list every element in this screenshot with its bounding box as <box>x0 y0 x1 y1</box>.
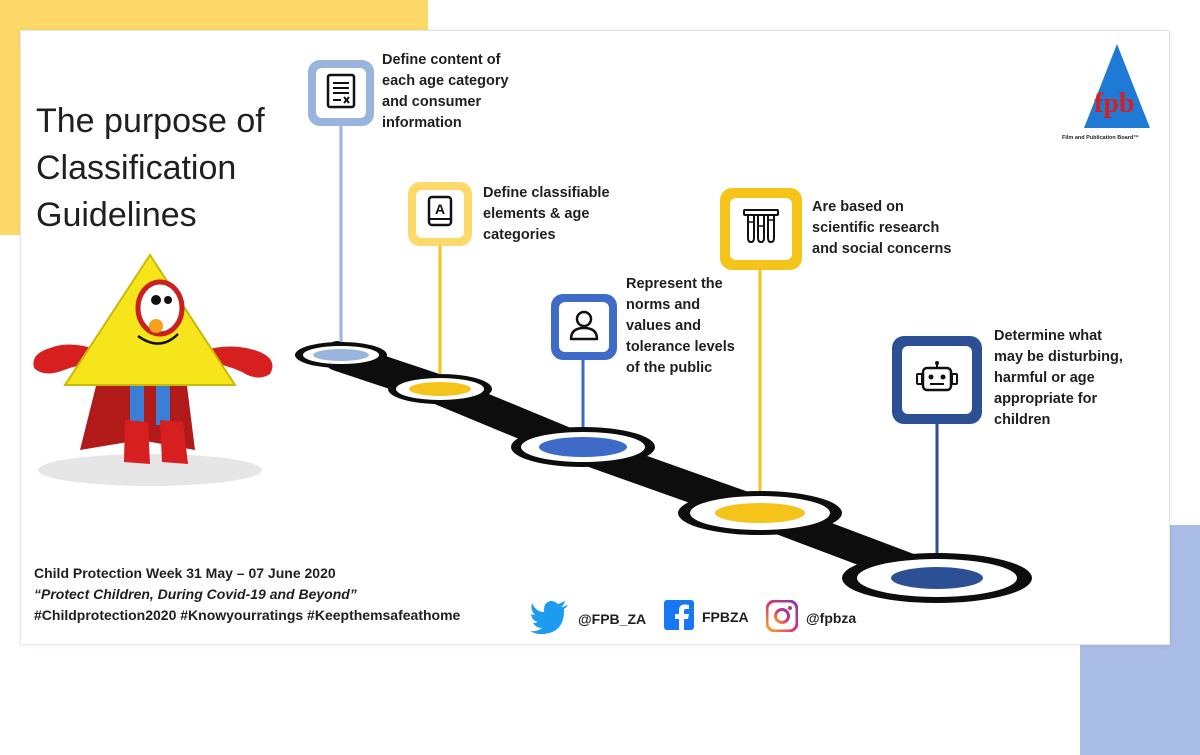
mascot-illustration <box>33 253 273 486</box>
twitter-icon <box>530 600 570 637</box>
social-instagram[interactable]: @fpbza <box>765 599 857 635</box>
facebook-handle: FPBZA <box>702 608 749 625</box>
marker-4 <box>678 491 842 535</box>
marker-2 <box>388 374 492 404</box>
test-tubes-icon <box>741 208 781 251</box>
footer-hashtags: #Childprotection2020 #Knowyourratings #K… <box>34 607 461 623</box>
marker-5 <box>842 553 1032 603</box>
rated-book-icon: A <box>425 195 455 234</box>
step-1-text: Define content of each age category and … <box>382 52 509 131</box>
step-4-text: Are based on scientific research and soc… <box>812 199 952 257</box>
marker-1 <box>295 342 387 368</box>
social-facebook[interactable]: FPBZA <box>664 600 749 633</box>
step-3-text: Represent the norms and values and toler… <box>626 276 735 376</box>
instagram-icon <box>765 599 799 635</box>
step-5-text: Determine what may be disturbing, harmfu… <box>994 328 1123 428</box>
step-1-icon-box <box>308 60 374 126</box>
step-2-text: Define classifiable elements & age categ… <box>483 185 610 243</box>
svg-text:A: A <box>435 201 445 217</box>
fpb-logo: fpb <box>1084 44 1150 128</box>
marker-3 <box>511 427 655 467</box>
fpb-logo-letters: fpb <box>1094 88 1134 119</box>
document-icon <box>325 73 357 114</box>
facebook-icon <box>664 600 694 633</box>
instagram-handle: @fpbza <box>806 609 857 626</box>
timeline-path <box>295 124 1032 603</box>
person-icon <box>567 308 601 347</box>
twitter-handle: @FPB_ZA <box>578 610 647 627</box>
social-twitter[interactable]: @FPB_ZA <box>530 600 646 637</box>
step-3-icon-box <box>551 294 617 360</box>
footer-quote: “Protect Children, During Covid-19 and B… <box>34 586 357 602</box>
step-4-icon-box <box>720 188 802 270</box>
footer-event: Child Protection Week 31 May – 07 June 2… <box>34 565 336 581</box>
slide-title: The purpose of Classification Guidelines <box>36 102 265 234</box>
step-5-icon-box <box>892 336 982 424</box>
robot-icon <box>915 360 959 401</box>
step-2-icon-box: A <box>408 182 472 246</box>
logo-caption: Film and Publication Board™ <box>1062 135 1139 141</box>
